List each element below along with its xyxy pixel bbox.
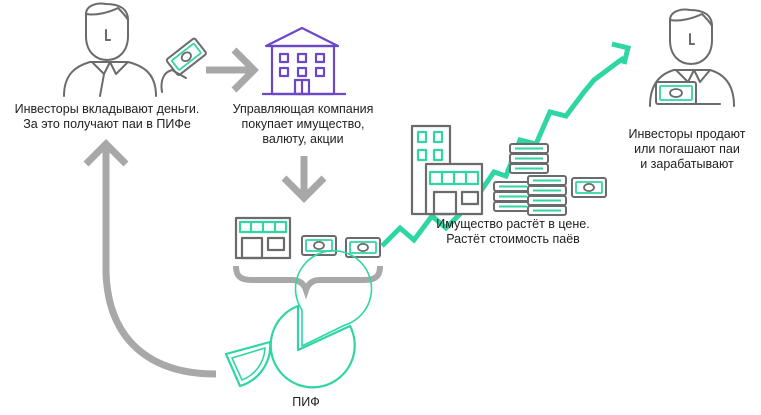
company-caption: Управляющая компания покупает имущество,… [228,102,378,147]
store-icon [234,216,292,260]
company-building-icon [262,26,346,96]
caption-line: За это получают паи в ПИФе [23,117,191,131]
buildings-icon [410,124,484,216]
caption-line: Инвесторы продают [628,127,746,141]
arrow-to-company [206,47,259,93]
caption-line: Растёт стоимость паёв [446,232,580,246]
growth-caption: Имущество растёт в цене. Растёт стоимост… [425,217,601,247]
caption-line: или погашают паи [634,142,740,156]
caption-line: Инвесторы вкладывают деньги. [14,102,200,116]
investors-in-caption: Инвесторы вкладывают деньги. За это полу… [4,102,210,132]
caption-line: покупает имущество, [241,117,365,131]
fund-label-text: ПИФ [292,395,320,409]
investors-out-caption: Инвесторы продают или погашают паи и зар… [624,127,750,172]
money-in-hand-icon [160,37,207,93]
caption-line: валюту, акции [262,132,344,146]
caption-line: и зарабатывают [640,157,734,171]
fund-label: ПИФ [276,395,336,410]
fund-pie-icon [224,249,373,389]
caption-line: Имущество растёт в цене. [436,217,590,231]
money-held-icon [655,81,697,105]
money-stacks-icon [493,143,567,216]
investor-left-icon [63,2,157,97]
banknote-icon [571,177,607,198]
caption-line: Управляющая компания [232,102,374,116]
growth-trend-arrow [380,41,632,248]
arrow-down [281,156,327,203]
grouping-bracket [233,265,383,300]
arrow-return-to-investors [83,139,217,378]
banknote-icon [301,235,337,256]
